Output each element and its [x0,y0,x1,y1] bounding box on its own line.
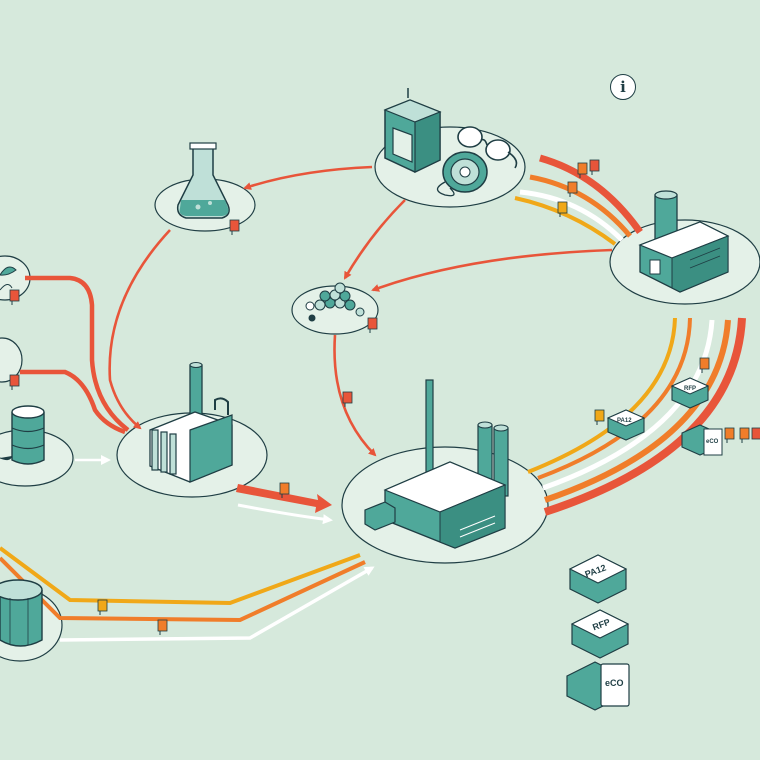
legend-bag-eco: eCO [566,661,630,711]
arrow-factory-to-pellets [371,248,613,292]
barrel-icon [0,405,45,465]
flag-marker-icon [229,219,240,235]
flag-marker-icon [567,181,578,197]
flag-marker-icon [739,427,750,443]
arrow-pellets-to-factory [333,334,377,457]
top-arc-white [519,189,624,242]
red-flow-arrows [108,165,613,457]
plant-icon [0,266,17,291]
flag-marker-icon [724,427,735,443]
bag-stack-eco: eCO [681,424,723,456]
bag-label-eco: eCO [706,439,719,445]
top-feedback-arrows [514,154,643,246]
flag-marker-icon [589,159,600,175]
flag-marker-icon [9,374,20,390]
3d-printer-icon [383,88,442,173]
top-arc-yellow [514,196,617,246]
feedstock-arrows [20,275,130,435]
legend-bag-rfp: RFP [570,609,630,659]
arrow-printer-to-pellets [343,199,406,280]
white-arrow-refinery [237,503,333,525]
arc-orange-outer [544,319,731,503]
bag-stack-pa12: PA12 [606,409,646,441]
flag-marker-icon [577,162,588,178]
legend-bag-pa12: PA12 [568,554,628,604]
flag-marker-icon [97,599,108,615]
filament-spool-icon [436,151,488,197]
bag-label-rfp: RFP [684,386,696,392]
arc-orange-inner [537,317,692,480]
flag-markers [9,159,760,635]
factory-icon [638,190,730,293]
flag-marker-icon [594,409,605,425]
legend-label-eco: eCO [605,678,624,688]
bag-label-pa12: PA12 [617,418,632,424]
flag-marker-icon [367,317,378,333]
arrow-left-to-refinery [20,369,126,435]
storage-tank-icon [0,579,43,647]
bottom-yellow [0,546,361,606]
platform-left-mid [0,337,23,383]
flag-marker-icon [279,482,290,498]
refinery-icon [149,362,233,483]
arrow-plant-to-refinery [25,275,130,432]
bottom-white [59,566,375,642]
main-factory-icon [364,379,509,549]
thick-red-arrow [236,484,332,513]
flag-marker-icon [9,289,20,305]
flask-icon [176,142,230,219]
bag-stack-rfp: RFP [670,377,710,409]
flag-marker-icon [342,391,353,407]
arc-white [542,319,715,491]
arrow-printer-to-flask [243,165,373,190]
arrow-flask-to-refinery [108,229,171,430]
flag-marker-icon [157,619,168,635]
top-arc-orange [529,174,632,238]
info-icon: i [620,78,626,96]
arc-yellow [527,317,677,474]
return-arcs [527,317,746,516]
flag-marker-icon [699,357,710,373]
pellets-icon [305,282,365,322]
refinery-to-factory-arrows [75,455,333,525]
top-arc-red [539,154,643,235]
info-button[interactable]: i [610,74,636,100]
flag-marker-icon [557,201,568,217]
flag-marker-icon [751,427,760,440]
glasses-icon [457,126,518,169]
